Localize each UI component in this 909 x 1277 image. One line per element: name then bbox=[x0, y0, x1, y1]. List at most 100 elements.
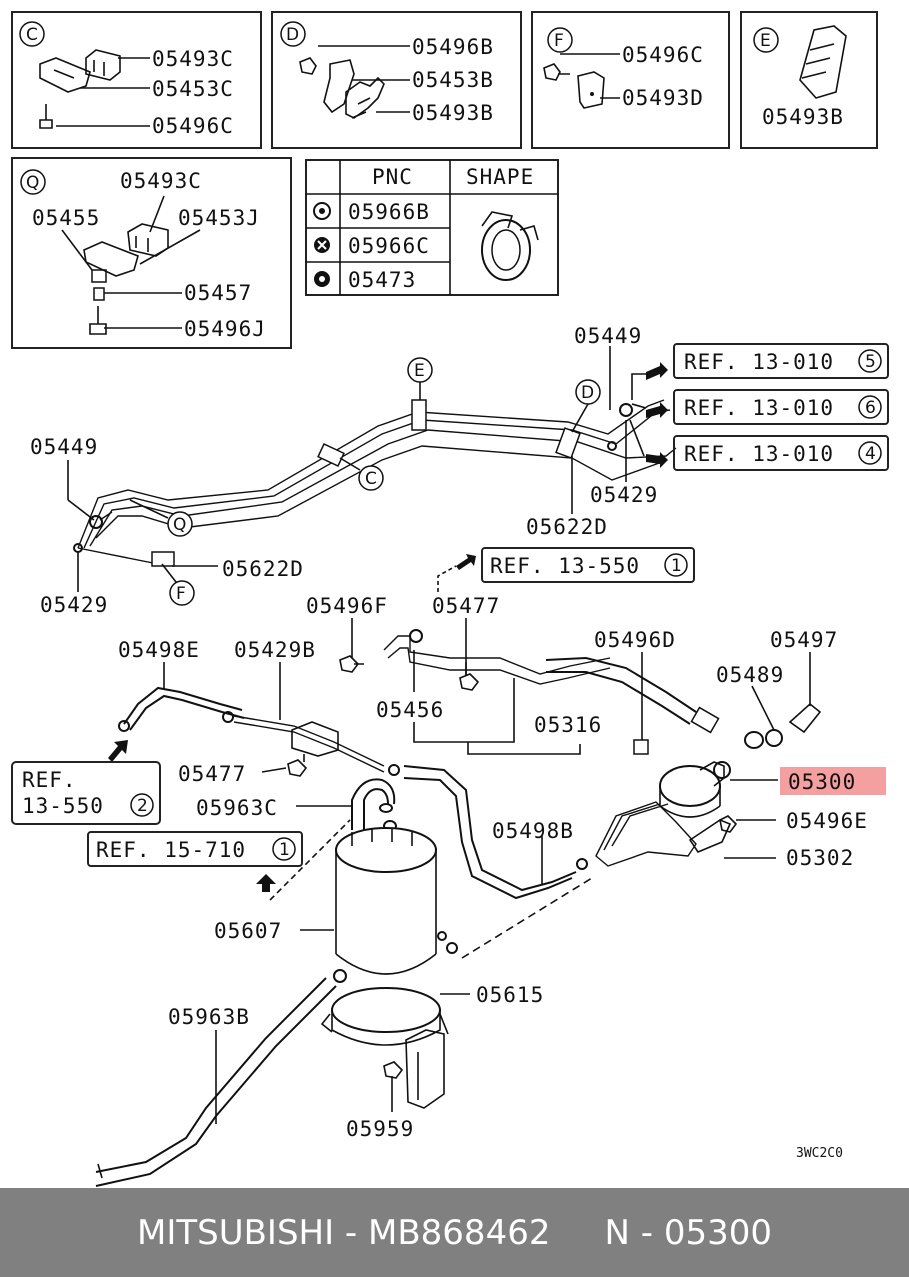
ref-number: 1 bbox=[279, 840, 290, 860]
part-label: 05622D bbox=[526, 515, 608, 539]
clip-assembly-icon bbox=[83, 223, 169, 335]
fuel-line-diagram: C 05493C 05453C 05496C D 05496B 05453B 0… bbox=[11, 11, 889, 1187]
inset-q-marker bbox=[20, 169, 46, 195]
callout-q bbox=[167, 511, 193, 537]
ref-label: REF. 13-010 bbox=[684, 396, 834, 420]
part-label: 05457 bbox=[184, 281, 252, 305]
filter-bracket bbox=[595, 801, 738, 867]
part-label: 05615 bbox=[476, 983, 544, 1007]
inset-q-letter: Q bbox=[26, 173, 39, 193]
arrow-up-icon bbox=[256, 874, 276, 892]
part-label: 05496J bbox=[184, 317, 266, 341]
ref-number: 1 bbox=[671, 556, 682, 576]
inset-e-marker bbox=[753, 27, 779, 53]
clamp-icon bbox=[799, 25, 847, 99]
ref-number-marker bbox=[130, 793, 154, 817]
part-label: 05496B bbox=[412, 35, 494, 59]
callout-f bbox=[169, 580, 195, 606]
part-label: 05493C bbox=[120, 169, 202, 193]
callout-letter: Q bbox=[173, 515, 186, 535]
hose-clamp-icon bbox=[481, 211, 539, 281]
inset-f-marker bbox=[547, 27, 573, 53]
part-label: 05456 bbox=[376, 698, 444, 722]
canister-strap-icon bbox=[320, 969, 449, 1109]
fuel-filter-icon bbox=[659, 761, 731, 818]
part-label: 05429B bbox=[234, 638, 316, 662]
part-label: 05497 bbox=[770, 628, 838, 652]
callout-letter: E bbox=[414, 361, 425, 381]
inset-c-box bbox=[11, 11, 262, 149]
ref-number-marker bbox=[664, 553, 688, 577]
inset-e-letter: E bbox=[760, 31, 771, 51]
inset-d-letter: D bbox=[286, 25, 299, 45]
table-cell: 05966C bbox=[348, 234, 430, 258]
inset-f-letter: F bbox=[554, 31, 564, 51]
arrow-icon bbox=[456, 554, 476, 570]
part-label: 05453J bbox=[178, 206, 260, 230]
table-header-shape: SHAPE bbox=[466, 165, 534, 189]
inset-d-box bbox=[271, 11, 522, 149]
inset-f-box bbox=[531, 11, 730, 149]
ref-label: REF. 13-010 bbox=[684, 350, 834, 374]
part-label: 05496F bbox=[306, 594, 388, 618]
ref-label: REF. bbox=[22, 768, 77, 792]
part-label: 05959 bbox=[346, 1117, 414, 1141]
callout-letter: D bbox=[581, 383, 594, 403]
ref-label: REF. 15-710 bbox=[96, 838, 246, 862]
part-label: 05963C bbox=[196, 796, 278, 820]
part-label: 05496C bbox=[622, 43, 704, 67]
ref-box bbox=[11, 761, 161, 825]
ref-number-marker bbox=[858, 395, 882, 419]
inset-c-marker bbox=[19, 21, 45, 47]
lower-hoses bbox=[108, 686, 588, 900]
ref-number-marker bbox=[272, 837, 296, 861]
ref-number-marker bbox=[858, 441, 882, 465]
table-header-pnc: PNC bbox=[372, 165, 413, 189]
callout-d bbox=[575, 379, 601, 405]
inset-d-marker bbox=[280, 21, 306, 47]
inset-q-box bbox=[11, 157, 292, 349]
part-label: 05477 bbox=[432, 594, 500, 618]
part-label: 05496E bbox=[786, 809, 868, 833]
ref-number: 6 bbox=[865, 398, 876, 418]
part-label: 05496C bbox=[152, 114, 234, 138]
part-label: 05607 bbox=[214, 919, 282, 943]
footer-bar: MITSUBISHI - MB868462 N - 05300 bbox=[0, 1188, 909, 1277]
part-label: 05455 bbox=[32, 206, 100, 230]
ref-box-group bbox=[629, 343, 889, 471]
ref-box bbox=[87, 831, 303, 867]
ref-number: 4 bbox=[865, 444, 876, 464]
part-label: 05449 bbox=[574, 324, 642, 348]
ref-number-marker bbox=[858, 349, 882, 373]
bracket-icon bbox=[299, 57, 385, 119]
part-label: 05429 bbox=[590, 483, 658, 507]
ref-box bbox=[481, 547, 695, 583]
part-label: 05498B bbox=[492, 819, 574, 843]
ref-label: REF. 13-550 bbox=[490, 554, 640, 578]
highlight-box bbox=[780, 767, 886, 795]
part-label: 05493C bbox=[152, 47, 234, 71]
ref-number: 2 bbox=[137, 796, 148, 816]
filter-pipes bbox=[339, 629, 822, 755]
callout-letter: F bbox=[176, 584, 186, 604]
part-label: 05493B bbox=[412, 101, 494, 125]
clip-icon bbox=[39, 49, 121, 129]
part-label: 05498E bbox=[118, 638, 200, 662]
part-label: 05449 bbox=[30, 435, 98, 459]
part-label: 05453B bbox=[412, 68, 494, 92]
part-label: 05493B bbox=[762, 105, 844, 129]
part-label: 05493D bbox=[622, 86, 704, 110]
part-label: 05963B bbox=[168, 1005, 250, 1029]
callout-letter: C bbox=[365, 469, 377, 489]
part-label: 05496D bbox=[594, 628, 676, 652]
pnc-table: PNC SHAPE 05966B 05966C 05473 bbox=[305, 159, 559, 296]
part-label: 05453C bbox=[152, 77, 234, 101]
inset-e-box bbox=[740, 11, 878, 149]
part-label: 05489 bbox=[716, 663, 784, 687]
highlighted-part-label: 05300 bbox=[788, 770, 856, 794]
part-label: 05302 bbox=[786, 846, 854, 870]
part-label: 05622D bbox=[222, 557, 304, 581]
canister-icon bbox=[335, 778, 458, 975]
table-cell: 05473 bbox=[348, 268, 416, 292]
